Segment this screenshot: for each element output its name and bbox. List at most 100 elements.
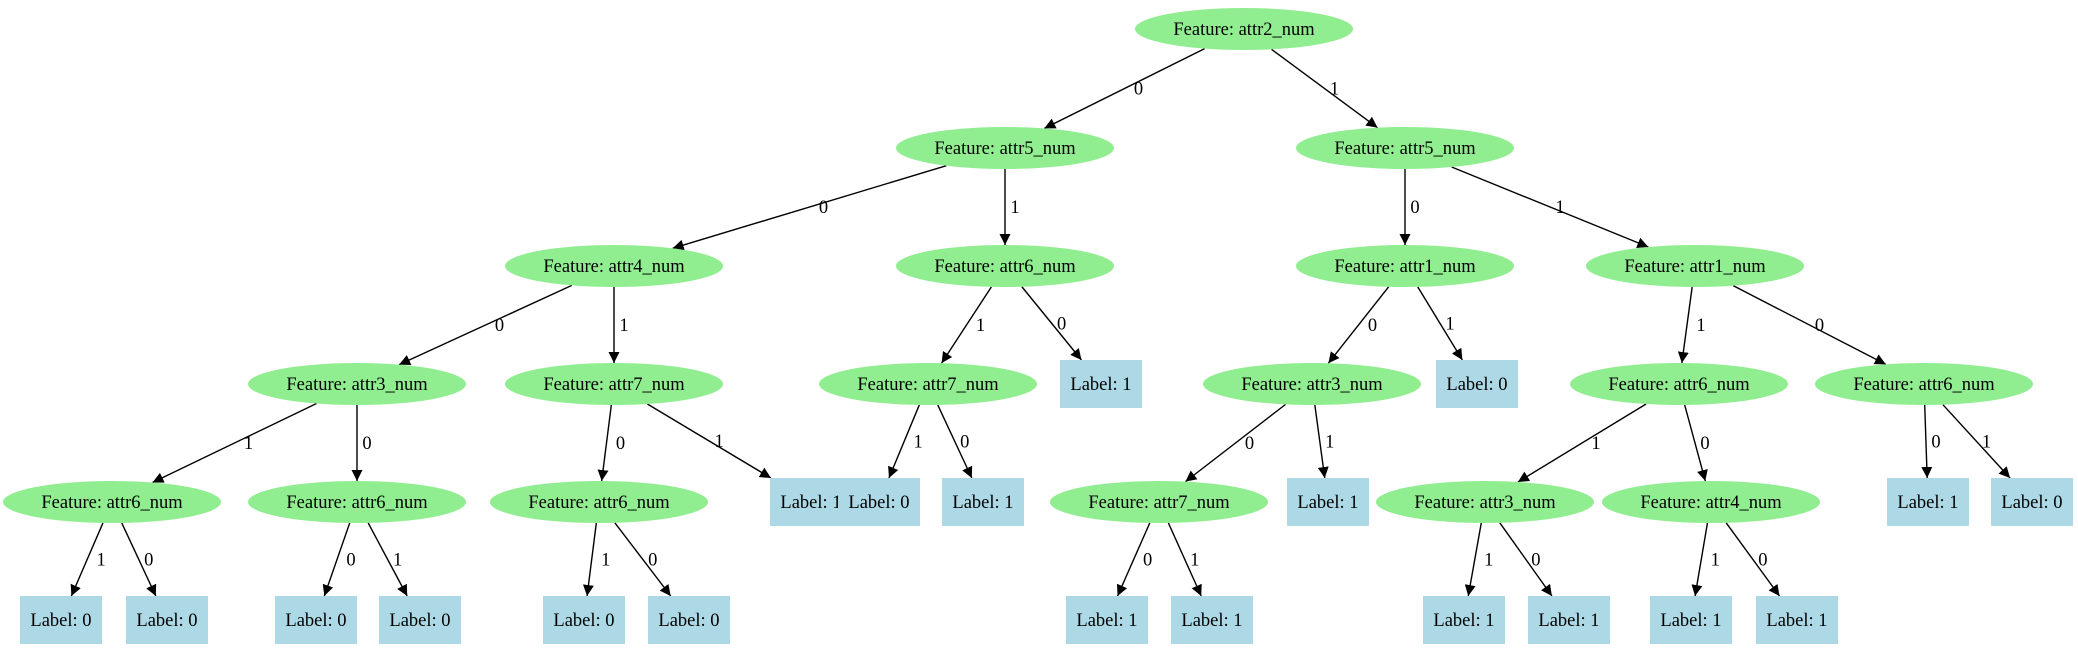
label-node: Label: 0 — [648, 596, 730, 644]
edge-label: 0 — [648, 550, 657, 570]
edge-label: 1 — [1325, 432, 1334, 452]
label-node: Label: 1 — [1423, 596, 1505, 644]
edge-n17-n25 — [1921, 404, 1933, 479]
edge-n15-n31 — [582, 522, 598, 597]
feature-node: Feature: attr6_num — [490, 481, 708, 523]
edge-label: 1 — [244, 434, 253, 454]
edge-label: 1 — [914, 432, 923, 452]
feature-node-text: Feature: attr6_num — [1853, 375, 1995, 395]
label-node: Label: 1 — [1171, 596, 1253, 644]
edge-label: 1 — [619, 316, 628, 336]
edge-label: 0 — [346, 550, 355, 570]
label-node-shape — [20, 596, 102, 644]
edge-n8-n15 — [597, 404, 613, 482]
label-node-text: Label: 0 — [1446, 375, 1507, 395]
feature-node-shape — [505, 363, 723, 405]
feature-node-text: Feature: attr3_num — [286, 375, 428, 395]
edge-label: 1 — [1484, 550, 1493, 570]
edge-n13-n28 — [121, 522, 157, 597]
label-node: Label: 0 — [126, 596, 208, 644]
feature-node-text: Feature: attr6_num — [934, 257, 1076, 277]
feature-node: Feature: attr6_num — [896, 245, 1114, 287]
label-node-shape — [1287, 478, 1369, 526]
feature-node: Feature: attr3_num — [1203, 363, 1421, 405]
edge-label: 1 — [97, 550, 106, 570]
edge-label: 1 — [1010, 198, 1019, 218]
feature-node: Feature: attr4_num — [505, 245, 723, 287]
edge-label: 0 — [1700, 434, 1709, 454]
edge-label: 0 — [1245, 434, 1254, 454]
feature-node-shape — [248, 363, 466, 405]
label-node: Label: 0 — [275, 596, 357, 644]
feature-node-shape — [896, 245, 1114, 287]
edge-label: 0 — [362, 434, 371, 454]
edge-n6-n17 — [1732, 285, 1887, 365]
label-node-text: Label: 1 — [1070, 375, 1131, 395]
edge-n16-n24 — [1684, 404, 1708, 482]
edge-n23-n35 — [1464, 522, 1482, 597]
label-node-text: Label: 0 — [658, 611, 719, 631]
edge-n13-n27 — [70, 522, 104, 597]
feature-node: Feature: attr1_num — [1586, 245, 1804, 287]
edge-label: 1 — [1190, 550, 1199, 570]
edge-n23-n36 — [1499, 522, 1553, 597]
edge-n2-n6 — [1451, 166, 1649, 248]
feature-node-shape — [1815, 363, 2033, 405]
edge-label: 0 — [1143, 550, 1152, 570]
edge-n11-n22 — [1314, 404, 1329, 479]
feature-node-text: Feature: attr4_num — [1640, 493, 1782, 513]
edge-n24-n37 — [1691, 522, 1709, 597]
label-node: Label: 1 — [1066, 596, 1148, 644]
label-node-shape — [126, 596, 208, 644]
feature-node: Feature: attr6_num — [1815, 363, 2033, 405]
feature-node-text: Feature: attr6_num — [1608, 375, 1750, 395]
label-node-shape — [942, 478, 1024, 526]
label-node-shape — [379, 596, 461, 644]
edge-label: 1 — [393, 550, 402, 570]
label-node-text: Label: 1 — [1660, 611, 1721, 631]
edge-label: 1 — [715, 432, 724, 452]
label-node-text: Label: 1 — [1766, 611, 1827, 631]
label-node-text: Label: 1 — [1181, 611, 1242, 631]
edge-label: 0 — [1368, 316, 1377, 336]
edge-label: 0 — [1931, 432, 1940, 452]
feature-node: Feature: attr5_num — [1296, 127, 1514, 169]
label-node-shape — [543, 596, 625, 644]
label-node: Label: 0 — [838, 478, 920, 526]
feature-node-shape — [1376, 481, 1594, 523]
label-node-text: Label: 1 — [1897, 493, 1958, 513]
feature-node-shape — [1296, 245, 1514, 287]
feature-node: Feature: attr3_num — [1376, 481, 1594, 523]
feature-node-text: Feature: attr6_num — [41, 493, 183, 513]
label-node: Label: 0 — [379, 596, 461, 644]
label-node-text: Label: 0 — [30, 611, 91, 631]
label-node-text: Label: 0 — [136, 611, 197, 631]
edge-n4-n10 — [1021, 286, 1083, 361]
feature-node-shape — [1570, 363, 1788, 405]
feature-node-text: Feature: attr7_num — [1088, 493, 1230, 513]
edge-n0-n2 — [1271, 48, 1378, 129]
edge-label: 1 — [1591, 434, 1600, 454]
edge-label: 0 — [960, 432, 969, 452]
edge-n9-n19 — [888, 404, 920, 479]
label-node-shape — [838, 478, 920, 526]
feature-node: Feature: attr6_num — [248, 481, 466, 523]
label-node: Label: 1 — [1287, 478, 1369, 526]
feature-node-text: Feature: attr1_num — [1624, 257, 1766, 277]
label-node: Label: 1 — [1887, 478, 1969, 526]
label-node-text: Label: 0 — [389, 611, 450, 631]
label-node-text: Label: 0 — [2001, 493, 2062, 513]
edge-n5-n12 — [1417, 286, 1463, 361]
edge-label: 0 — [144, 550, 153, 570]
label-node-shape — [648, 596, 730, 644]
feature-node-text: Feature: attr3_num — [1414, 493, 1556, 513]
edge-label: 1 — [1330, 80, 1339, 100]
edge-n11-n21 — [1184, 403, 1287, 483]
feature-node: Feature: attr1_num — [1296, 245, 1514, 287]
label-node-shape — [1436, 360, 1518, 408]
label-node-text: Label: 0 — [285, 611, 346, 631]
feature-node-shape — [1602, 481, 1820, 523]
edge-n9-n20 — [937, 404, 973, 479]
